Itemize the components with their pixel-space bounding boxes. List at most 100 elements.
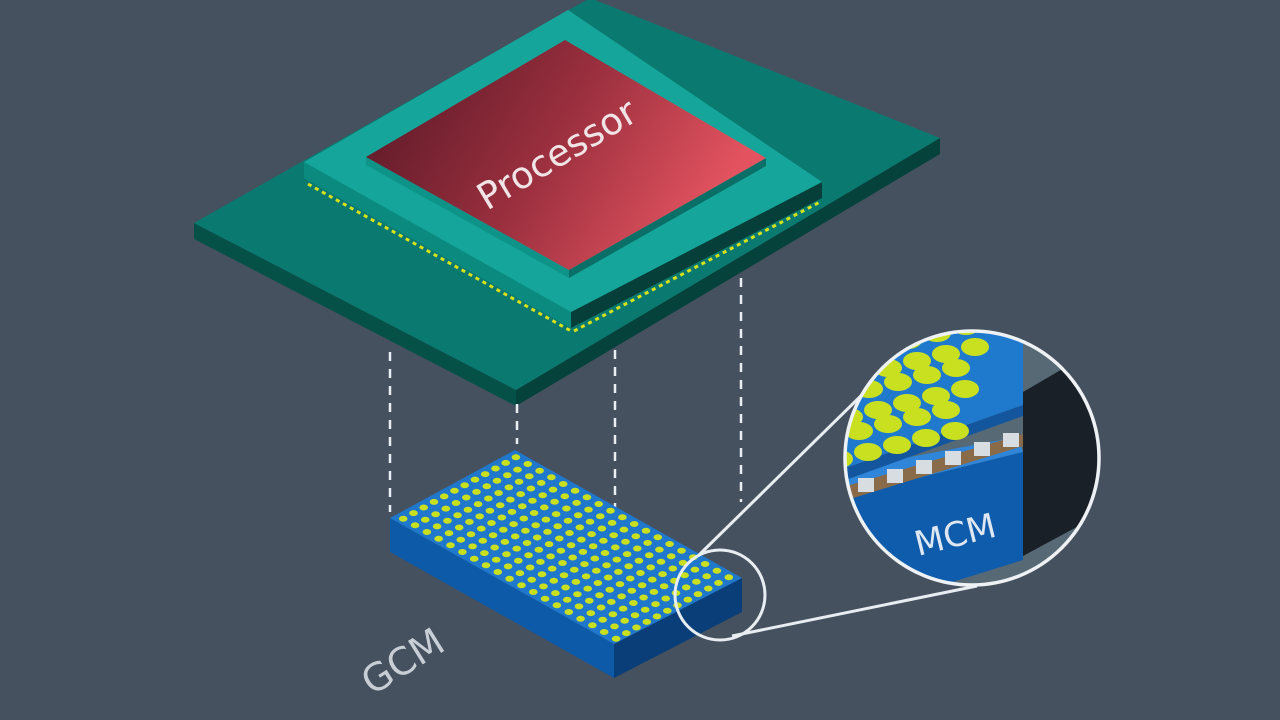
gcm-ball bbox=[503, 472, 512, 479]
gcm-ball bbox=[644, 552, 654, 559]
gcm-ball bbox=[566, 542, 576, 549]
gcm-ball bbox=[475, 513, 485, 520]
gcm-ball bbox=[690, 566, 700, 573]
gcm-ball bbox=[514, 557, 523, 564]
mcm-ball bbox=[903, 408, 931, 426]
processor-die-left-face bbox=[366, 157, 569, 278]
processor-die-top bbox=[366, 40, 766, 270]
gcm-ball bbox=[582, 494, 592, 501]
gcm-ball bbox=[564, 609, 574, 615]
gcm-right-face bbox=[614, 578, 742, 678]
gcm-ball bbox=[602, 562, 611, 569]
gcm-ball bbox=[473, 501, 483, 508]
gcm-ball bbox=[550, 498, 559, 505]
gcm-ball bbox=[563, 517, 573, 524]
gcm-ball bbox=[625, 575, 635, 582]
mcm-pad bbox=[1003, 433, 1019, 447]
gcm-ball bbox=[512, 545, 521, 552]
gcm-ball bbox=[446, 542, 455, 549]
gcm-ball bbox=[522, 540, 532, 546]
mcm-pad bbox=[945, 451, 961, 465]
mcm-ball bbox=[845, 345, 864, 363]
gcm-ball bbox=[627, 587, 637, 594]
gcm-ball bbox=[511, 454, 521, 461]
gcm-ball bbox=[441, 505, 451, 512]
gcm-ball bbox=[621, 538, 630, 545]
gcm-ball bbox=[460, 482, 470, 489]
gcm-ball bbox=[419, 504, 429, 511]
gcm-ball bbox=[481, 562, 491, 569]
gcm-ball bbox=[588, 622, 597, 629]
gcm-ball bbox=[549, 577, 559, 584]
gcm-ball bbox=[526, 485, 536, 492]
gcm-ball bbox=[518, 503, 527, 510]
gcm-ball bbox=[480, 550, 489, 557]
gcm-ball bbox=[534, 546, 544, 553]
mcm-ball bbox=[845, 450, 853, 468]
gcm-ball bbox=[540, 504, 549, 511]
gcm-ball bbox=[487, 520, 496, 526]
mcm-ball bbox=[893, 394, 921, 412]
gcm-ball bbox=[565, 530, 574, 536]
gcm-ball bbox=[622, 630, 631, 637]
gcm-ball bbox=[585, 597, 594, 604]
gcm-ball bbox=[495, 502, 505, 509]
gcm-ball bbox=[618, 514, 627, 521]
mcm-ball bbox=[884, 373, 912, 391]
zoom-pad-row bbox=[858, 433, 1019, 492]
gcm-ball bbox=[568, 554, 577, 561]
zoom-connector-bottom bbox=[731, 584, 978, 638]
processor-package: Processor bbox=[194, 0, 940, 406]
gcm-ball bbox=[555, 535, 564, 542]
gcm-ball bbox=[583, 585, 592, 592]
gcm-ball bbox=[444, 530, 454, 537]
gcm-ball bbox=[516, 491, 525, 498]
gcm-ball bbox=[556, 547, 566, 554]
gcm-ball bbox=[472, 488, 481, 495]
gcm-ball bbox=[656, 558, 666, 565]
gcm-ball bbox=[633, 545, 642, 552]
gcm-ball bbox=[634, 557, 644, 564]
gcm-ball bbox=[642, 618, 652, 625]
mcm-ball bbox=[903, 352, 931, 370]
gcm-ball bbox=[573, 512, 583, 519]
gcm-ball bbox=[586, 610, 596, 617]
gcm-ball bbox=[714, 579, 723, 586]
gcm-ball bbox=[504, 484, 514, 491]
gcm-label: GCM bbox=[353, 619, 452, 703]
gcm-ball bbox=[574, 603, 584, 610]
gcm-ball bbox=[551, 590, 560, 597]
gcm-ball bbox=[608, 611, 618, 618]
gcm-ball bbox=[536, 558, 545, 565]
gcm-ball bbox=[590, 555, 600, 562]
gcm-ball bbox=[580, 561, 589, 568]
gcm-ball bbox=[502, 551, 511, 558]
gcm-ball bbox=[409, 510, 418, 517]
gcm-ball bbox=[558, 560, 567, 566]
gcm-ball bbox=[494, 490, 503, 496]
gcm-ball bbox=[588, 543, 598, 550]
gcm-ball bbox=[529, 510, 539, 516]
gcm-ball bbox=[560, 493, 570, 500]
gcm-ball bbox=[575, 524, 585, 531]
gcm-ball bbox=[547, 474, 556, 481]
solder-row-right bbox=[573, 200, 821, 333]
gcm-ball bbox=[488, 532, 498, 539]
mcm-ball bbox=[932, 345, 960, 363]
mcm-ball bbox=[961, 338, 989, 356]
gcm-ball bbox=[668, 565, 678, 572]
mcm-ball bbox=[865, 338, 893, 356]
gcm-ball bbox=[593, 580, 603, 586]
gcm-ball bbox=[612, 556, 622, 563]
gcm-ball bbox=[514, 478, 524, 485]
gcm-ball bbox=[702, 573, 711, 580]
mcm-ball bbox=[864, 401, 892, 419]
gcm-ball bbox=[587, 531, 596, 538]
mcm-pad bbox=[916, 460, 932, 474]
gcm-ball bbox=[398, 515, 408, 522]
gcm-ball bbox=[499, 526, 508, 533]
gcm-ball bbox=[640, 606, 650, 613]
gcm-ball bbox=[548, 486, 558, 493]
gcm-top bbox=[390, 450, 742, 644]
gcm-ball bbox=[576, 615, 585, 622]
